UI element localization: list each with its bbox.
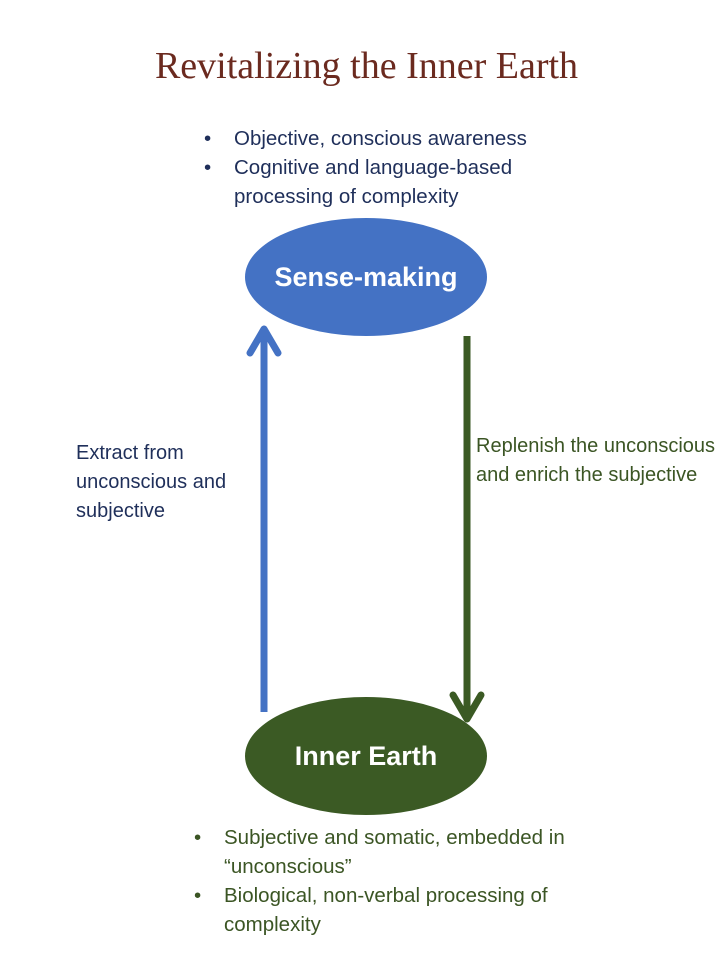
up-arrow bbox=[246, 325, 282, 712]
inner-earth-label: Inner Earth bbox=[294, 740, 438, 771]
down-arrow-head bbox=[449, 691, 485, 723]
inner-earth-bullet: Subjective and somatic, embedded in “unc… bbox=[194, 823, 624, 881]
extract-label: Extract from unconscious and subjective bbox=[76, 442, 227, 522]
sense-making-node: Sense-making bbox=[245, 218, 487, 336]
sense-making-bullets: Objective, conscious awareness Cognitive… bbox=[204, 124, 584, 211]
diagram-title: Revitalizing the Inner Earth bbox=[154, 45, 579, 87]
sense-making-bullet: Objective, conscious awareness bbox=[204, 124, 584, 153]
inner-earth-node: Inner Earth bbox=[245, 697, 487, 815]
up-arrow-head bbox=[246, 325, 282, 357]
inner-earth-bullet: Biological, non-verbal processing of com… bbox=[194, 881, 624, 939]
sense-making-label: Sense-making bbox=[274, 261, 458, 292]
replenish-label: Replenish the unconscious and enrich the… bbox=[476, 435, 716, 486]
inner-earth-bullets: Subjective and somatic, embedded in “unc… bbox=[194, 823, 624, 939]
down-arrow bbox=[449, 336, 485, 723]
sense-making-bullet: Cognitive and language-based processing … bbox=[204, 153, 584, 211]
